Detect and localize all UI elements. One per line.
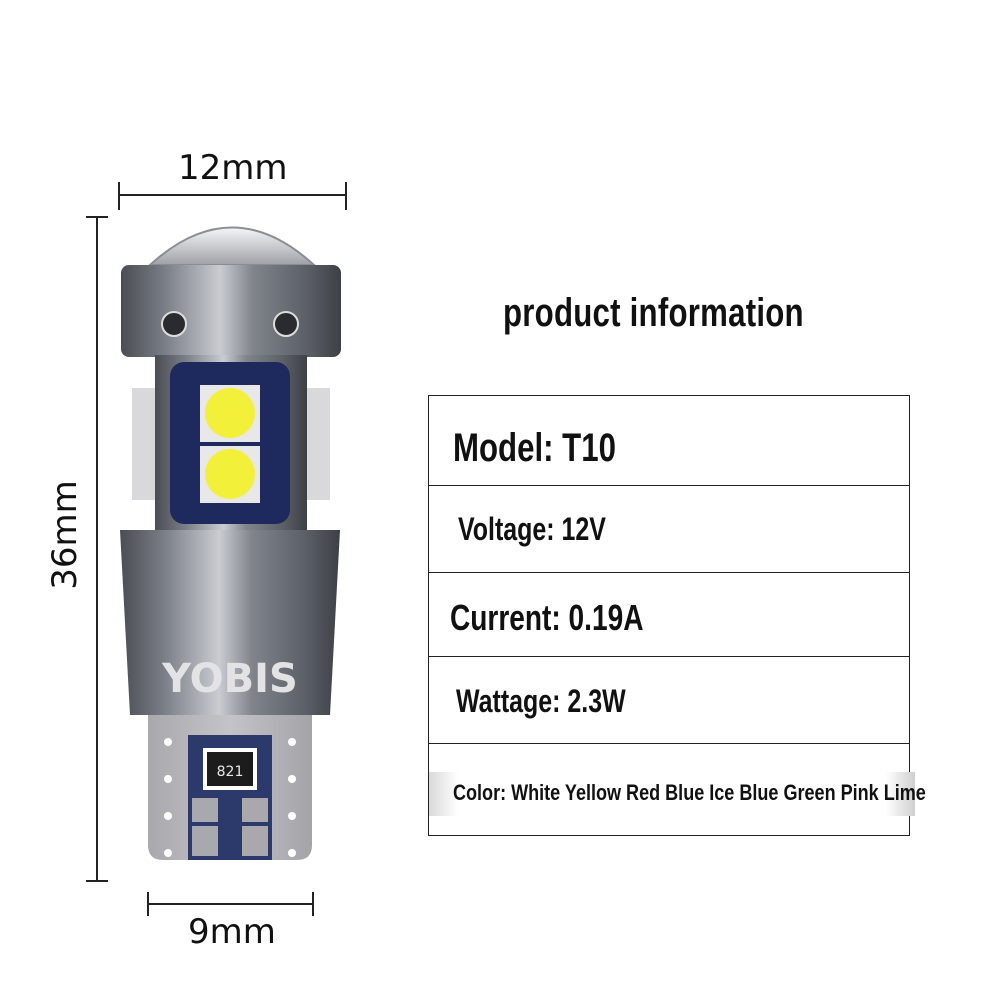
dimension-label-12mm: 12mm [178,148,288,188]
resistor-code: 821 [217,764,244,780]
wattage-value: Wattage: 2.3W [456,683,626,719]
dimension-line-horizontal-bottom [147,903,313,905]
table-row-voltage: Voltage: 12V [429,485,909,573]
product-info-table: Model: T10 Voltage: 12V Current: 0.19A W… [428,395,926,836]
color-row-highlight [429,772,915,816]
dimension-tick-right-bottom [312,892,314,916]
dimension-line-horizontal [118,194,346,196]
dimension-tick-bottom [86,880,108,882]
color-options: Color: White Yellow Red Blue Ice Blue Gr… [453,780,926,805]
dimension-tick-top [86,216,108,218]
product-info-title: product information [503,291,804,335]
dimension-tick-left-bottom [147,892,149,916]
table-row-current: Current: 0.19A [429,572,909,657]
dimension-label-36mm: 36mm [45,480,85,590]
model-value: Model: T10 [453,426,616,470]
dimension-line-vertical [96,216,98,881]
led-bulb-image: YOBIS 821 [100,200,360,880]
voltage-value: Voltage: 12V [458,511,606,547]
table-row-model: Model: T10 [429,396,909,486]
table-row-color: Color: White Yellow Red Blue Ice Blue Gr… [429,743,926,835]
dimension-tick-right [345,182,347,210]
brand-logo: YOBIS [161,656,298,702]
dimension-label-9mm: 9mm [188,912,276,952]
dimension-tick-left [118,182,120,210]
table-row-wattage: Wattage: 2.3W [429,656,909,744]
current-value: Current: 0.19A [450,597,644,638]
